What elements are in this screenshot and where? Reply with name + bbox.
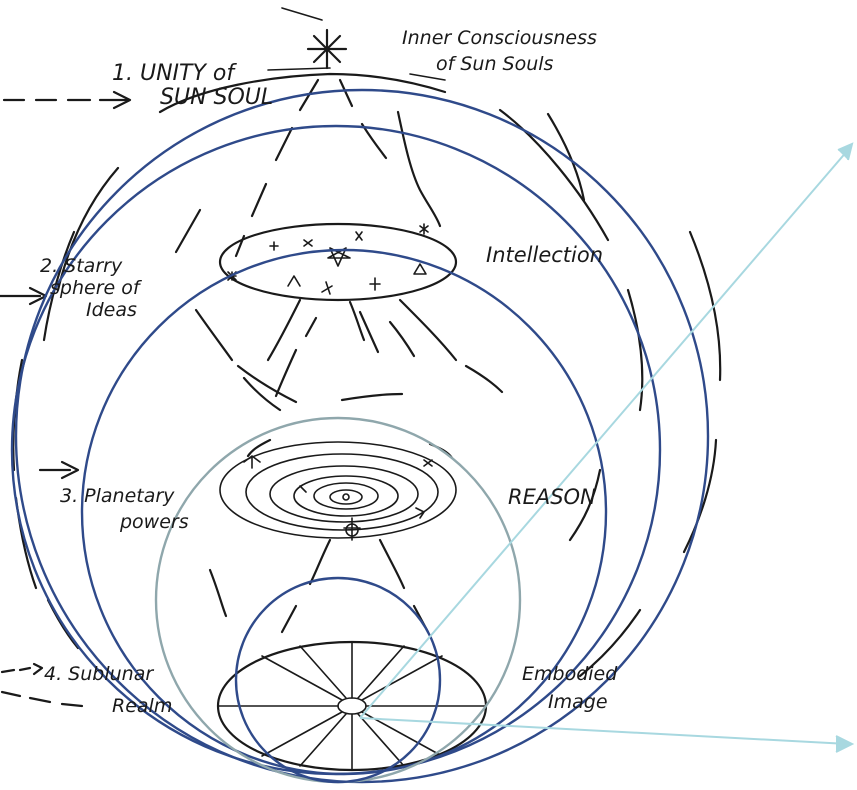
label-inner-1: Inner Consciousness bbox=[402, 27, 597, 49]
label-planetary-2: powers bbox=[119, 511, 189, 533]
right-arrowhead-icon bbox=[836, 736, 852, 752]
label-intellection: Intellection bbox=[486, 243, 603, 267]
label-starry-2: sphere of bbox=[50, 277, 143, 299]
label-starry-1: 2. Starry bbox=[40, 255, 123, 277]
top-tick-mark bbox=[282, 8, 322, 20]
right-arrow-line bbox=[360, 718, 848, 744]
label-unity-1: 1. UNITY of bbox=[112, 61, 237, 86]
label-sublunar-2: Realm bbox=[112, 695, 172, 717]
upward-arrowhead-icon bbox=[838, 144, 852, 160]
sublunar-wheel bbox=[218, 642, 486, 770]
planetary-orbits bbox=[220, 442, 456, 540]
outer-sphere-sketch bbox=[13, 110, 720, 676]
label-unity-2: SUN SOUL bbox=[160, 85, 273, 110]
label-embodied-2: Image bbox=[548, 691, 608, 713]
sun-soul-underline bbox=[268, 68, 330, 70]
planetary-circle bbox=[156, 418, 520, 782]
label-inner-2: of Sun Souls bbox=[436, 53, 554, 75]
sublunar-circle bbox=[236, 578, 440, 782]
label-starry-3: Ideas bbox=[86, 299, 137, 321]
label-reason: REASON bbox=[508, 485, 596, 509]
sun-soul-star-icon bbox=[308, 30, 346, 68]
cone-sketch-lines bbox=[176, 80, 502, 632]
label-sublunar-1: 4. Sublunar bbox=[44, 663, 154, 685]
label-embodied-1: Embodied bbox=[522, 663, 618, 685]
label-planetary-1: 3. Planetary bbox=[60, 485, 175, 507]
